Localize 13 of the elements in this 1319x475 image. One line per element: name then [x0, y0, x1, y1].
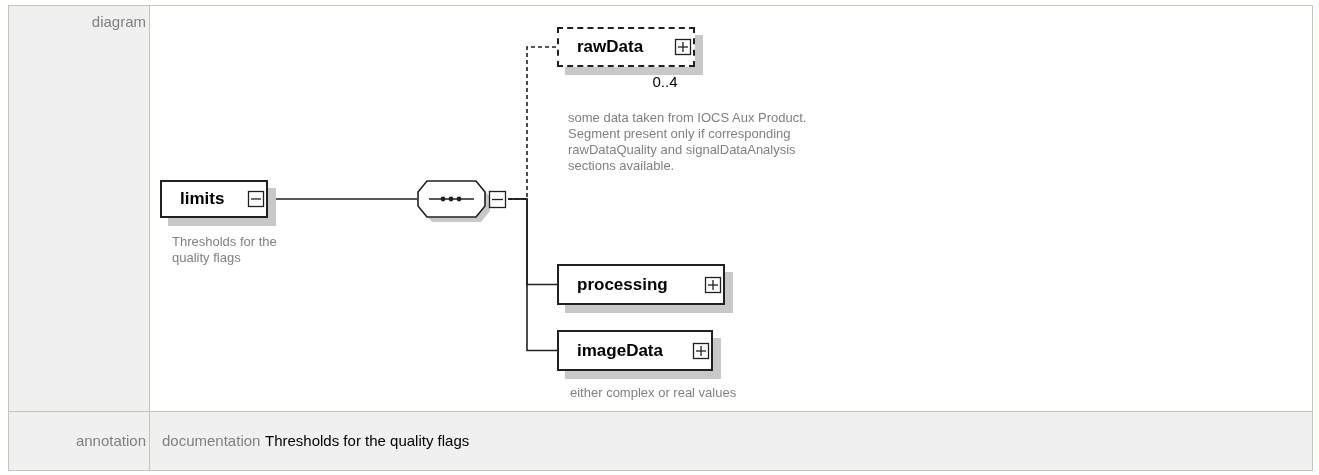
element-name: processing [577, 274, 668, 295]
property-name: documentation [162, 432, 261, 449]
documentation-text: Thresholds for the quality flags [265, 432, 470, 449]
row-header: diagram [90, 13, 146, 30]
row-header: annotation [74, 432, 146, 449]
multiplicity-label: 0..4 [651, 74, 679, 90]
annotation-text: Thresholds for the quality flags [172, 234, 278, 266]
connector-line [507, 198, 558, 352]
element-name: rawData [577, 37, 644, 57]
element-name: limits [180, 189, 225, 209]
annotation-text: some data taken from IOCS Aux Product. Segment present only if corresponding rawDataQuality and signalDataAnalysis sections available. [568, 110, 808, 174]
annotation-text: either complex or real values [570, 385, 738, 401]
element-name: imageData [577, 340, 663, 361]
